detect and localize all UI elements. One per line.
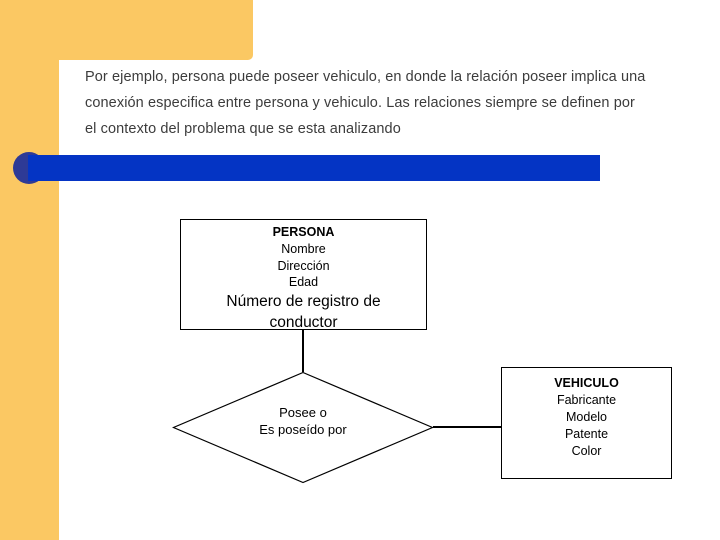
entity-vehiculo-attribute: Fabricante <box>556 393 617 407</box>
relationship-diamond <box>172 371 434 484</box>
accent-band-left <box>0 0 59 540</box>
accent-band-top <box>0 0 253 60</box>
entity-vehiculo-attribute: Patente <box>564 427 609 441</box>
relationship-label: Posee o Es poseído por <box>172 404 434 438</box>
relationship-label-line: Posee o <box>279 405 327 420</box>
connector-persona-diamond <box>302 330 304 372</box>
entity-persona-attribute: Nombre <box>281 242 326 256</box>
entity-vehiculo: VEHICULO Fabricante Modelo Patente Color <box>501 367 672 479</box>
entity-vehiculo-attribute: Modelo <box>566 410 607 424</box>
entity-persona: PERSONA Nombre Dirección Edad Número de … <box>180 219 427 331</box>
body-text-line: el contexto del problema que se esta ana… <box>85 121 401 137</box>
entity-persona-attribute: Edad <box>288 275 319 289</box>
body-text: Por ejemplo, persona puede poseer vehicu… <box>85 64 645 142</box>
connector-diamond-vehiculo <box>433 426 501 428</box>
entity-persona-attribute-large: Número de registro de conductor <box>226 292 381 331</box>
entity-vehiculo-attribute: Color <box>571 444 602 458</box>
entity-persona-attribute: Dirección <box>277 258 330 273</box>
entity-persona-title: PERSONA <box>272 225 335 239</box>
body-text-line: Por ejemplo, persona puede poseer vehicu… <box>85 69 646 85</box>
body-text-line: conexión especifica entre persona y vehi… <box>85 95 635 111</box>
entity-vehiculo-title: VEHICULO <box>554 376 619 390</box>
relationship-label-line: Es poseído por <box>259 422 347 437</box>
title-bar <box>28 155 600 181</box>
